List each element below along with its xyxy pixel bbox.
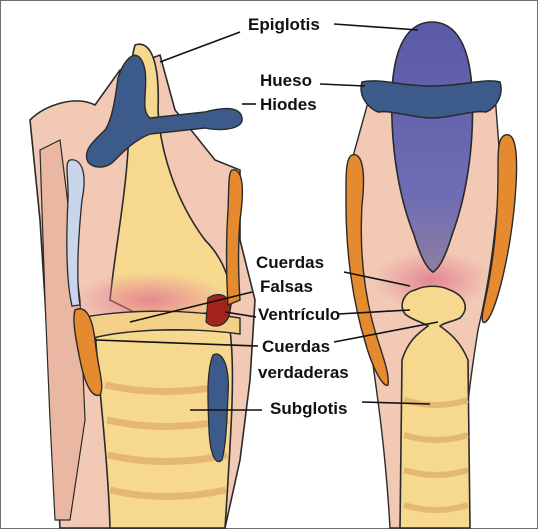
label-cuerdas-verdaderas-2: verdaderas xyxy=(258,363,349,382)
left-ventricle xyxy=(206,294,230,326)
label-hiodes: Hiodes xyxy=(260,95,317,114)
right-hyoid-bone xyxy=(361,81,501,118)
left-sagittal-view xyxy=(30,44,255,528)
leader-epiglotis-left xyxy=(160,32,240,62)
label-subglotis: Subglotis xyxy=(270,399,347,418)
label-epiglotis: Epiglotis xyxy=(248,15,320,34)
label-cuerdas-falsas-2: Falsas xyxy=(260,277,313,296)
label-cuerdas-falsas-1: Cuerdas xyxy=(256,253,324,272)
label-ventriculo: Ventrículo xyxy=(258,305,340,324)
leader-hueso-right xyxy=(320,84,365,86)
right-coronal-view xyxy=(346,22,517,528)
label-cuerdas-verdaderas-1: Cuerdas xyxy=(262,337,330,356)
label-hueso: Hueso xyxy=(260,71,312,90)
leader-epiglotis-right xyxy=(334,24,418,30)
